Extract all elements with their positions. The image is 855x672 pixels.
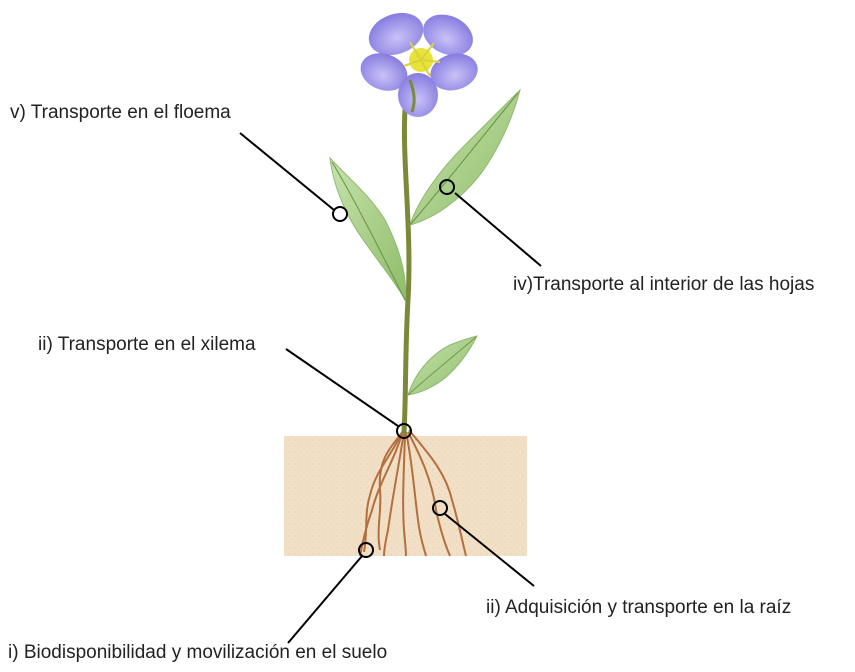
stem [404, 110, 409, 432]
leaf-small [408, 336, 477, 395]
flower [355, 6, 482, 117]
marker-floema [333, 207, 347, 221]
leader-xilema [286, 349, 398, 426]
label-floema: v) Transporte en el floema [10, 102, 231, 124]
label-suelo: i) Biodisponibilidad y movilización en e… [8, 642, 387, 664]
label-raiz: ii) Adquisición y transporte en la raíz [486, 597, 791, 619]
leader-hojas [455, 193, 541, 266]
leader-floema [240, 133, 334, 210]
leaf-left [330, 158, 406, 300]
leader-suelo [288, 556, 362, 643]
label-hojas: iv)Transporte al interior de las hojas [513, 274, 814, 296]
leader-lines [240, 133, 541, 643]
label-xilema: ii) Transporte en el xilema [38, 334, 256, 356]
